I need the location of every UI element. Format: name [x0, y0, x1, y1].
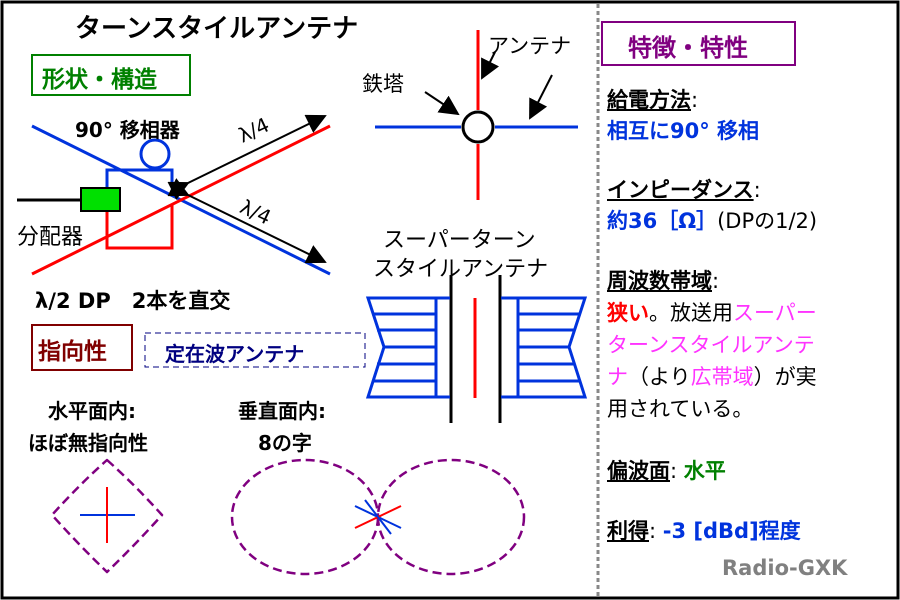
super-turnstile-drawing	[365, 275, 588, 423]
text: （より	[628, 365, 691, 389]
gain-label: 利得	[607, 519, 649, 543]
page-title: ターンスタイルアンテナ	[75, 14, 359, 44]
impedance-note: (DPの1/2)	[717, 209, 818, 233]
standing-wave-label: 定在波アンテナ	[165, 342, 305, 366]
colon: :	[691, 88, 699, 112]
splitter-label: 分配器	[17, 225, 84, 250]
text: ）が実	[753, 365, 817, 389]
polarization: 偏波面: 水平	[607, 455, 726, 485]
wideband-text: 広帯域	[690, 365, 754, 389]
vertical-plane-desc: 8の字	[258, 431, 312, 455]
directivity-heading: 指向性	[38, 339, 107, 365]
top-view-drawing	[375, 30, 578, 200]
impedance-value: 約36［Ω］	[607, 209, 718, 233]
colon: :	[670, 459, 678, 483]
super-turnstile-line2: スタイルアンテナ	[373, 257, 549, 282]
colon: :	[712, 269, 720, 293]
narrow-text: 狭い	[607, 301, 649, 325]
antenna-label: アンテナ	[488, 34, 572, 58]
vertical-pattern	[230, 458, 526, 576]
bandwidth-line2: ターンスタイルアンテ	[607, 333, 815, 357]
super-turnstile-text: スーパー	[733, 301, 817, 325]
dipole-label: λ/2 DP 2本を直交	[35, 289, 231, 313]
feed-label: 給電方法	[607, 88, 691, 112]
impedance-row: 約36［Ω］(DPの1/2)	[607, 205, 817, 235]
colon: :	[649, 519, 657, 543]
feed-value: 相互に90° 移相	[607, 119, 760, 143]
polarization-label: 偏波面	[607, 459, 670, 483]
features-box	[601, 21, 796, 66]
horizontal-plane-desc: ほぼ無指向性	[28, 431, 148, 455]
feed-method: 給電方法:	[607, 84, 698, 114]
bandwidth-line3: ナ（より広帯域）が実	[607, 361, 817, 391]
tower-label: 鉄塔	[362, 72, 404, 96]
watermark: Radio-GXK	[722, 556, 848, 580]
horizontal-pattern	[50, 458, 164, 574]
bandwidth-label: 周波数帯域	[607, 269, 712, 293]
super-turnstile-text: ナ	[607, 365, 628, 389]
text: 。放送用	[649, 301, 733, 325]
bandwidth-line1: 狭い。放送用スーパー	[607, 297, 817, 327]
impedance: インピーダンス:	[607, 174, 761, 204]
shape-heading: 形状・構造	[42, 67, 157, 93]
directivity-box	[31, 324, 133, 371]
gain-value: -3 [dBd]程度	[662, 519, 801, 543]
structure-drawing	[17, 114, 331, 276]
features-heading: 特徴・特性	[628, 34, 748, 62]
gain: 利得: -3 [dBd]程度	[607, 515, 801, 545]
bandwidth-line4: 用されている。	[607, 397, 754, 421]
colon: :	[753, 178, 761, 202]
horizontal-plane-label: 水平面内:	[48, 399, 136, 423]
standing-wave-box	[144, 332, 366, 368]
bandwidth: 周波数帯域:	[607, 265, 719, 295]
super-turnstile-line1: スーパーターン	[383, 228, 536, 253]
phase-shifter-label: 90° 移相器	[75, 118, 180, 142]
vertical-plane-label: 垂直面内:	[238, 399, 326, 423]
shape-heading-box	[31, 54, 191, 96]
polarization-value: 水平	[683, 459, 726, 483]
impedance-label: インピーダンス	[607, 178, 754, 202]
